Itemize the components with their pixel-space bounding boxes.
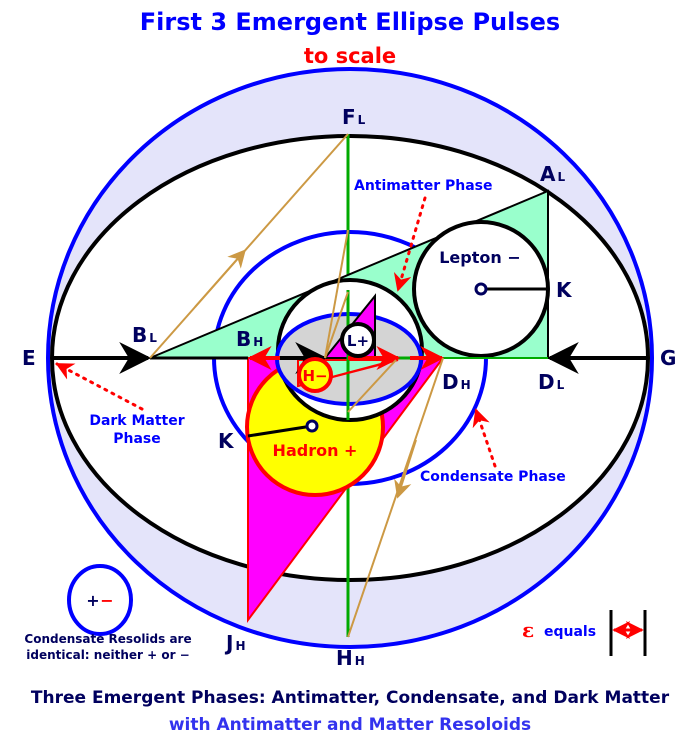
label-e: E [22,346,36,370]
resolid-note-2: identical: neither + or − [26,648,189,662]
svg-text:BH: BH [236,327,263,351]
hadron-radius [247,424,313,438]
tan-path-1 [149,133,349,359]
label-k-lepton: K [556,278,573,302]
svg-text:DL: DL [538,370,565,394]
tan-path-4 [347,359,397,413]
l-plus-label: L+ [347,332,369,350]
h-minus-label: H− [302,367,327,385]
l-plus-circle [340,322,376,358]
equals-label: equals [544,624,596,640]
svg-text:K: K [556,278,573,302]
antimatter-phase-label: Antimatter Phase [354,178,493,194]
label-g: G [660,346,676,370]
svg-text:E: E [22,346,36,370]
condensate-phase-label: Condensate Phase [420,469,566,485]
lepton-center [474,282,488,296]
footer-line-1: Three Emergent Phases: Antimatter, Conde… [31,688,670,708]
svg-text:FL: FL [342,105,366,129]
h-minus-circle [297,357,333,393]
dark-matter-pointer [55,362,144,411]
diagram-title: First 3 Emergent Ellipse Pulses [140,8,560,36]
tan-path-3 [324,291,349,359]
resolid-minus: − [100,591,113,610]
resolid-note-1: Condensate Resolids are [24,632,191,646]
tan-path-2 [324,229,349,359]
footer-line-2: with Antimatter and Matter Resoloids [169,715,531,735]
svg-text:K: K [218,429,235,453]
antimatter-pointer [393,196,427,292]
condensate-resolid-icon [67,564,133,636]
svg-text:JH: JH [224,631,246,655]
tan-arrow-up [194,249,246,308]
condensate-pointer [472,408,497,468]
hadron-center [305,419,319,433]
diagram-subtitle: to scale [304,44,396,68]
svg-text:DH: DH [442,370,471,394]
label-k-hadron: K [218,429,235,453]
svg-text:G: G [660,346,676,370]
hadron-label: Hadron + [273,441,358,460]
svg-text:BL: BL [132,323,157,347]
resolid-plus: + [86,591,99,610]
svg-text:HH: HH [336,646,365,670]
dark-matter-label-2: Phase [113,431,161,447]
lepton-label: Lepton − [439,248,521,267]
tan-arrow-down [394,439,417,499]
svg-text:AL: AL [540,162,565,186]
dark-matter-label-1: Dark Matter [89,413,184,429]
epsilon-symbol: ε [522,618,534,642]
